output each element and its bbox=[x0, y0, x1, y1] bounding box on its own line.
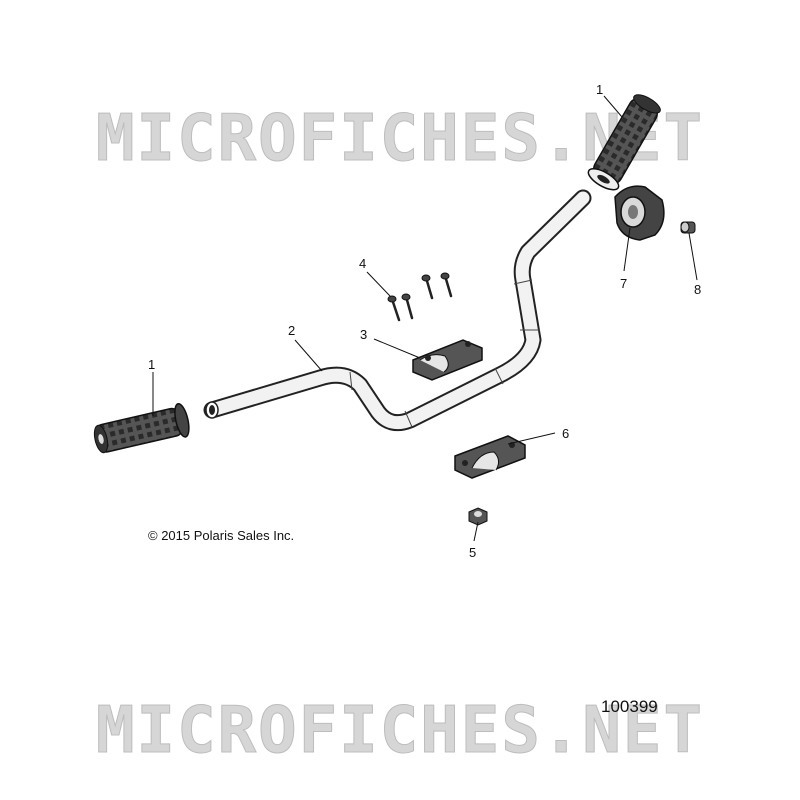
callout-5: 5 bbox=[469, 545, 477, 560]
callout-2: 2 bbox=[288, 323, 296, 338]
callout-8: 8 bbox=[694, 282, 702, 297]
callout-4: 4 bbox=[359, 256, 367, 271]
bolts bbox=[391, 277, 453, 322]
grip-left bbox=[93, 402, 190, 454]
watermark-bottom: MICROFICHES.NET bbox=[96, 694, 704, 769]
callout-7: 7 bbox=[620, 276, 628, 291]
leader-lines bbox=[152, 95, 698, 542]
handlebar bbox=[203, 189, 592, 432]
plug bbox=[680, 221, 696, 234]
callout-3: 3 bbox=[360, 327, 368, 342]
clamp-upper bbox=[412, 339, 483, 381]
callout-1-right: 1 bbox=[596, 82, 604, 97]
callout-6: 6 bbox=[562, 426, 570, 441]
grip-right bbox=[587, 94, 661, 191]
figure-number: 100399 bbox=[601, 697, 658, 716]
pad bbox=[614, 185, 665, 241]
copyright-text: © 2015 Polaris Sales Inc. bbox=[148, 528, 295, 543]
clamp-lower bbox=[454, 435, 526, 479]
nut bbox=[468, 507, 488, 526]
callout-1-left: 1 bbox=[148, 357, 156, 372]
